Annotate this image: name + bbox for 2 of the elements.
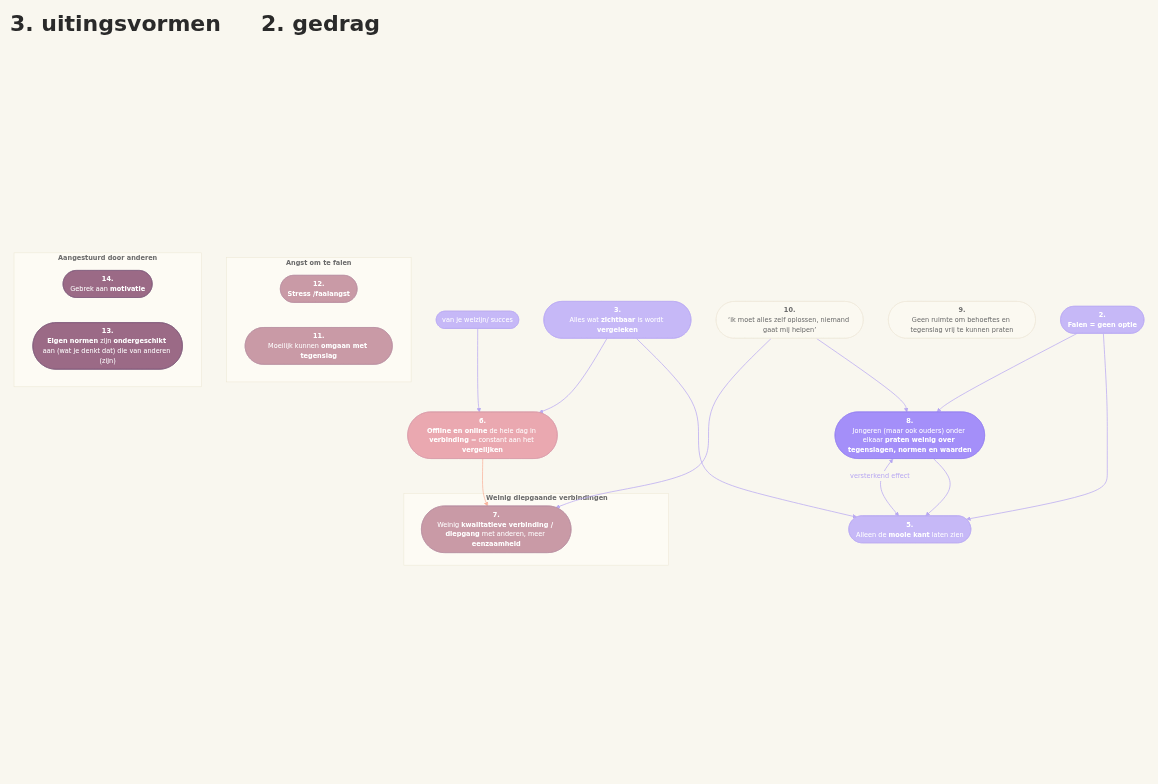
- section-heading: 2. gedrag: [260, 10, 381, 36]
- section-heading: 3. uitingsvormen: [10, 10, 221, 36]
